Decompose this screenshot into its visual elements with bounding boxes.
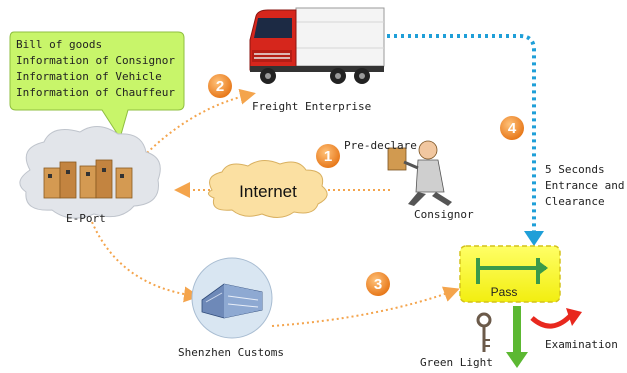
connector-eport-freight <box>139 88 256 161</box>
step-2-badge: 2 <box>208 74 232 98</box>
connector-customs-gate <box>271 286 460 327</box>
clearance-line-2: Entrance and <box>545 179 624 192</box>
courier-icon <box>387 140 452 206</box>
customs-label: Shenzhen Customs <box>178 346 284 359</box>
step-4-badge: 4 <box>500 116 524 140</box>
svg-text:4: 4 <box>508 120 517 137</box>
svg-text:1: 1 <box>324 148 332 165</box>
consignor-label: Consignor <box>414 208 474 221</box>
key-icon <box>476 312 492 352</box>
examination-label: Examination <box>545 338 618 351</box>
connector-eport-customs <box>91 221 200 303</box>
clearance-line-1: 5 Seconds <box>545 163 605 176</box>
pre-declare-label: Pre-declare <box>344 139 417 152</box>
info-callout: Bill of goods Information of Consignor I… <box>9 31 185 140</box>
callout-line-1: Bill of goods <box>16 38 102 51</box>
callout-line-4: Information of Chauffeur <box>16 86 175 99</box>
blue-arrowhead-gate <box>524 231 544 246</box>
green-arrow-icon <box>506 306 528 368</box>
svg-text:3: 3 <box>374 276 382 293</box>
connector-truck-gate <box>366 34 536 232</box>
building-icon <box>191 257 273 339</box>
step-3-badge: 3 <box>366 272 390 296</box>
clearance-line-3: Clearance <box>545 195 605 208</box>
truck-icon <box>249 7 385 84</box>
step-1-badge: 1 <box>316 144 340 168</box>
gate-icon <box>459 245 561 303</box>
freight-enterprise-label: Freight Enterprise <box>252 100 371 113</box>
callout-line-3: Information of Vehicle <box>16 70 162 83</box>
green-light-label: Green Light <box>420 356 493 369</box>
eport-label: E-Port <box>66 212 106 225</box>
pass-label: Pass <box>491 285 518 299</box>
red-arrow-icon <box>530 308 582 329</box>
svg-text:2: 2 <box>216 78 224 95</box>
internet-cloud: Internet <box>208 160 328 218</box>
internet-label: Internet <box>239 182 297 201</box>
callout-line-2: Information of Consignor <box>16 54 175 67</box>
server-cluster-icon <box>43 159 133 199</box>
